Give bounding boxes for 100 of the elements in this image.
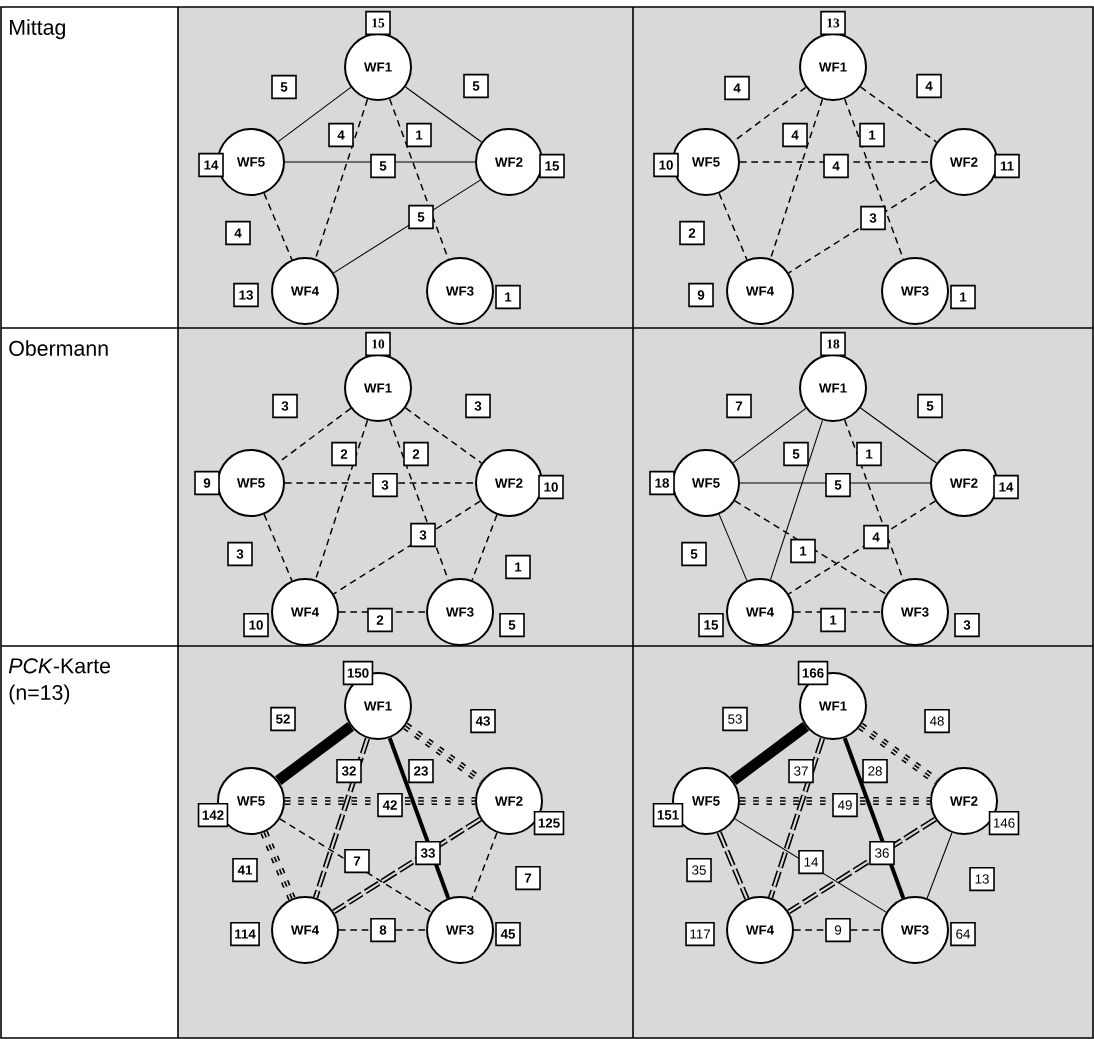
- count-box: 150: [342, 660, 374, 686]
- edge-label: 5: [783, 441, 809, 467]
- edge-line: [718, 513, 748, 582]
- count-box: 5: [499, 612, 525, 638]
- edge-label: 7: [515, 865, 541, 891]
- count-box: 125: [533, 810, 565, 836]
- edge-line: [843, 98, 905, 260]
- edge-line: [843, 419, 905, 581]
- edge-line: [718, 192, 748, 261]
- count-box: 117: [685, 921, 715, 947]
- count-box: 1: [950, 284, 976, 310]
- circle-node: WF4: [726, 896, 794, 964]
- edge-label: 37: [788, 758, 814, 784]
- count-box: 9: [194, 470, 220, 496]
- edge-label: 2: [403, 441, 429, 467]
- count-box: 64: [950, 921, 976, 947]
- edge-line: [277, 86, 352, 143]
- edge-label: 41: [232, 857, 258, 883]
- circle-node: WF3: [426, 896, 494, 964]
- edge-label: 5: [917, 393, 943, 419]
- edge-line: [333, 179, 481, 274]
- edge-line: [284, 482, 476, 484]
- edge-line: [926, 832, 953, 899]
- circle-node: WF3: [881, 578, 949, 646]
- edge-line: [858, 722, 939, 785]
- edge-line: [842, 737, 906, 899]
- circle-node: WF4: [726, 257, 794, 325]
- edge-label: 28: [862, 758, 888, 784]
- edge-line: [788, 500, 936, 595]
- edge-line: [739, 797, 931, 805]
- row-label: PCK-Karte (n=13): [8, 658, 111, 705]
- edge-label: 2: [367, 607, 393, 633]
- count-box: 15: [365, 10, 391, 36]
- circle-node: WF5: [217, 449, 285, 517]
- edge-label: 5: [271, 74, 297, 100]
- edge-line: [405, 86, 482, 143]
- edge-label: 5: [681, 541, 707, 567]
- edge-line: [275, 722, 354, 785]
- edge-label: 4: [225, 220, 251, 246]
- circle-node: WF5: [672, 449, 740, 517]
- count-box: 166: [797, 660, 829, 686]
- count-box: 10: [365, 331, 391, 357]
- edge-line: [739, 482, 931, 484]
- circle-node: WF1: [344, 354, 412, 422]
- circle-node: WF3: [426, 578, 494, 646]
- edge-label: 5: [463, 73, 489, 99]
- edge-line: [279, 818, 432, 913]
- count-box: 13: [820, 10, 846, 36]
- edge-label: 1: [820, 607, 846, 633]
- edge-line: [260, 830, 296, 901]
- edge-label: 3: [227, 541, 253, 567]
- count-box: 14: [993, 474, 1019, 500]
- edge-line: [388, 98, 450, 260]
- edge-line: [739, 161, 931, 163]
- row-label: Obermann: [9, 340, 108, 356]
- row-label: Mittag: [10, 19, 65, 40]
- edge-line: [793, 929, 882, 931]
- edge-line: [314, 98, 369, 260]
- count-box: 14: [198, 152, 224, 178]
- edge-label: 52: [270, 706, 296, 732]
- edge-line: [769, 98, 824, 260]
- count-box: 45: [495, 921, 521, 947]
- count-box: 3: [954, 612, 980, 638]
- edge-label: 42: [377, 792, 403, 818]
- circle-node: WF4: [271, 578, 339, 646]
- count-box: 15: [698, 612, 724, 638]
- circle-node: WF2: [475, 449, 543, 517]
- circle-node: WF2: [475, 128, 543, 196]
- edge-line: [284, 161, 476, 163]
- edge-label: 53: [722, 706, 748, 732]
- edge-label: 1: [406, 122, 432, 148]
- edge-label: 3: [465, 393, 491, 419]
- count-box: 146: [988, 810, 1020, 836]
- edge-label: 4: [328, 122, 354, 148]
- edge-label: 35: [686, 857, 712, 883]
- count-box: 1: [495, 284, 521, 310]
- circle-node: WF3: [881, 896, 949, 964]
- edge-line: [787, 816, 937, 915]
- edge-line: [332, 816, 482, 915]
- edge-line: [333, 500, 481, 595]
- edge-line: [404, 407, 483, 464]
- edge-label: 13: [969, 866, 995, 892]
- count-box: 10: [538, 474, 564, 500]
- circle-node: WF3: [426, 257, 494, 325]
- circle-node: WF1: [799, 33, 867, 101]
- edge-label: 5: [825, 472, 851, 498]
- edge-label: 5: [408, 204, 434, 230]
- edge-line: [793, 611, 882, 613]
- edge-label: 2: [679, 220, 705, 246]
- count-box: 13: [233, 282, 259, 308]
- edge-line: [732, 407, 807, 464]
- edge-label: 9: [825, 917, 851, 943]
- count-box: 9: [688, 282, 714, 308]
- count-box: 10: [653, 152, 679, 178]
- edge-label: 1: [856, 441, 882, 467]
- edge-label: 3: [860, 205, 886, 231]
- edge-line: [768, 737, 825, 899]
- circle-node: WF3: [881, 257, 949, 325]
- edge-label: 33: [415, 840, 441, 866]
- count-box: 151: [652, 802, 684, 828]
